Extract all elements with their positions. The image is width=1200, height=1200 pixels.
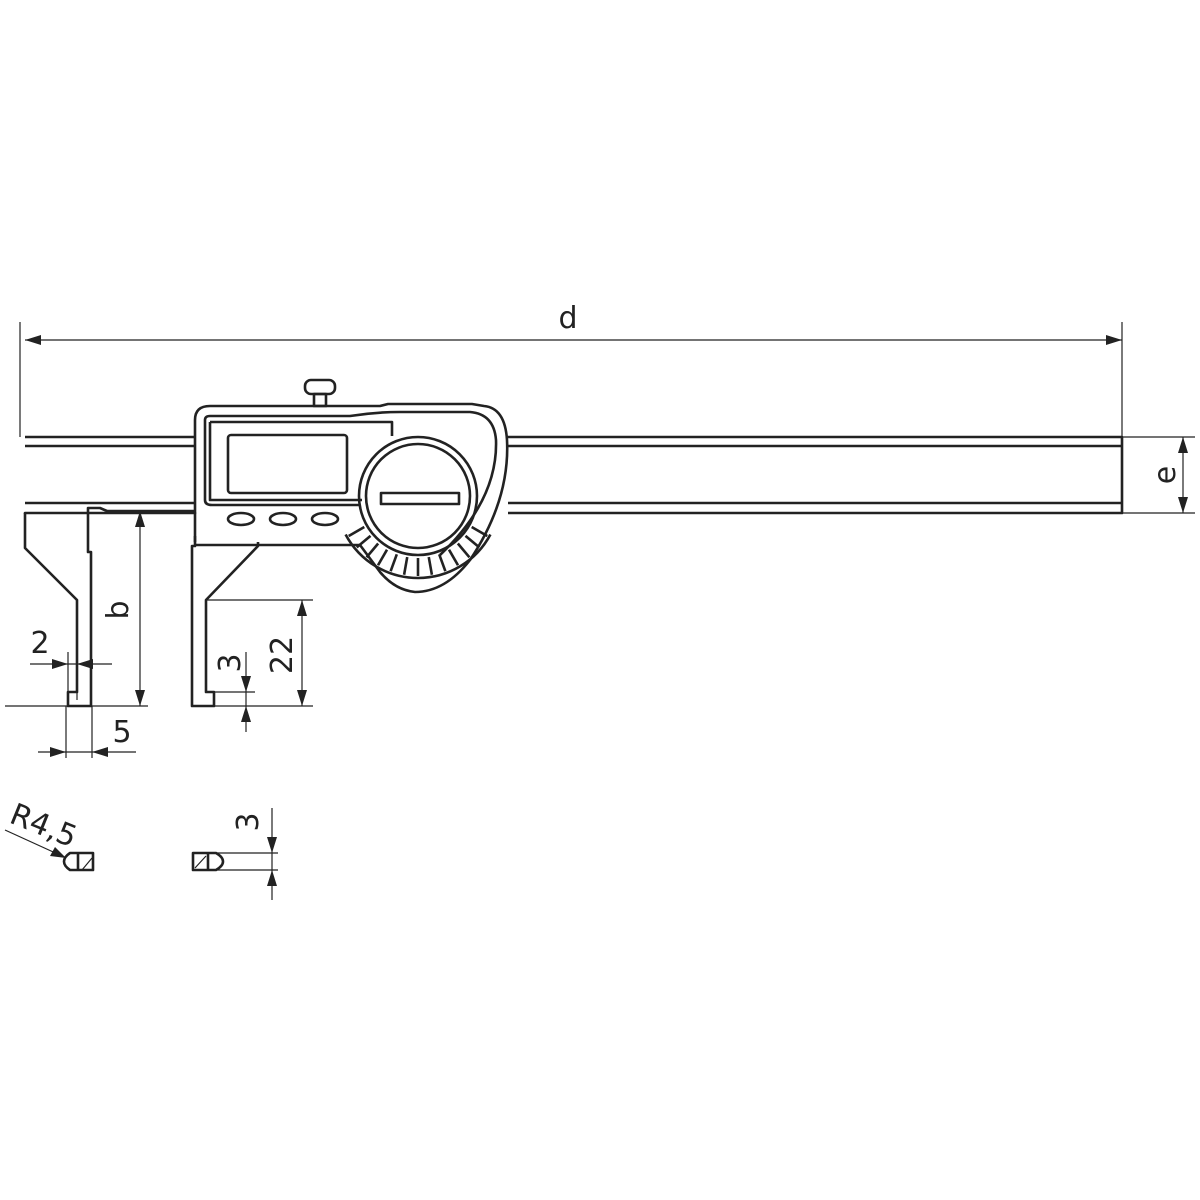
knurl-tooth — [447, 549, 460, 566]
dim-2: 2 — [30, 626, 112, 706]
label-22: 22 — [265, 636, 300, 674]
knurl-tooth — [389, 553, 399, 572]
lcd-display — [226, 433, 349, 495]
label-5: 5 — [112, 715, 131, 750]
knurl-tooth — [402, 556, 409, 576]
dial-slot — [379, 491, 461, 506]
label-3-section: 3 — [231, 812, 266, 831]
dim-22: 22 — [206, 599, 313, 707]
button-2 — [268, 511, 298, 527]
button-1 — [226, 511, 256, 527]
label-e: e — [1148, 466, 1183, 484]
moving-jaw — [190, 536, 260, 708]
knurl-tooth — [365, 542, 380, 559]
knurl-tooth — [355, 534, 372, 549]
knurl-tooth — [456, 542, 471, 559]
dial-inner — [364, 442, 472, 550]
knurl-edge — [344, 533, 492, 580]
dim-e: e — [1122, 436, 1195, 514]
tip-section-height: 3 — [191, 808, 278, 900]
knurl-tooth — [471, 525, 488, 538]
knurl-tooth — [437, 553, 447, 572]
knurl-tooth — [376, 549, 389, 566]
knurl-tooth — [348, 525, 365, 538]
dim-b: b — [5, 510, 150, 707]
dim-3-tip: 3 — [213, 652, 255, 732]
label-2: 2 — [30, 626, 49, 661]
label-d: d — [558, 301, 577, 336]
dim-d: d — [19, 301, 1123, 437]
dial-outer — [357, 435, 479, 557]
beam — [23, 435, 1124, 515]
button-3 — [310, 511, 340, 527]
lock-screw-head — [303, 378, 337, 396]
dim-5: 5 — [38, 706, 136, 758]
tip-section-radius: R4,5 — [4, 797, 95, 872]
knurl-tooth — [427, 556, 434, 576]
thumb-wheel-knurl — [344, 525, 492, 580]
knurl-tooth — [464, 534, 481, 549]
label-3-tip: 3 — [213, 653, 248, 672]
label-b: b — [101, 600, 136, 619]
label-r45: R4,5 — [5, 797, 82, 855]
lock-screw-stem — [312, 392, 328, 408]
slider-body — [193, 378, 509, 594]
